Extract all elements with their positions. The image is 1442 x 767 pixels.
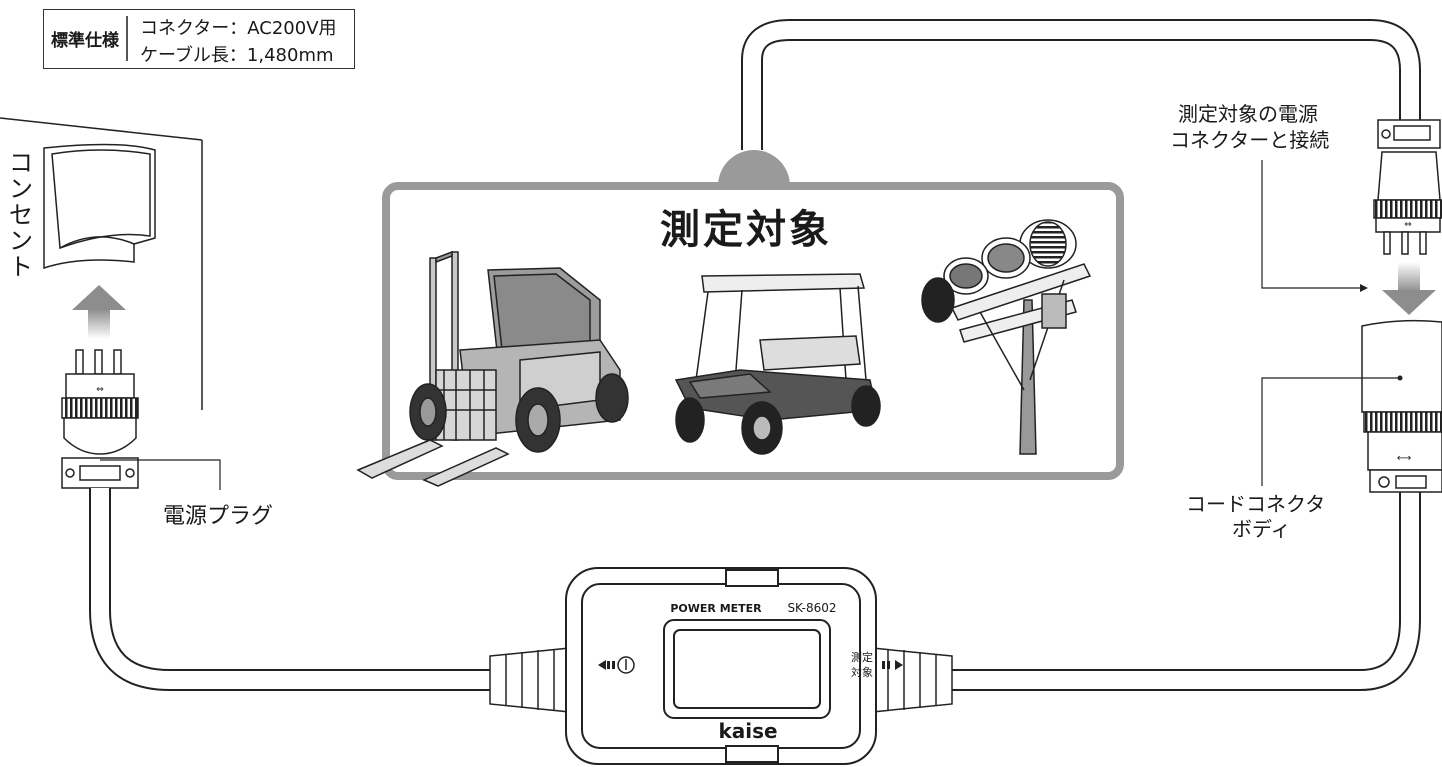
power-plug-label: 電源プラグ bbox=[163, 504, 274, 529]
power-meter-device bbox=[565, 567, 877, 765]
spec-cable-length: ケーブル長：1,480mm bbox=[140, 45, 334, 66]
cable-left bbox=[89, 488, 492, 691]
golf-cart-icon bbox=[674, 273, 881, 455]
spec-connector: コネクター：AC200V用 bbox=[140, 18, 337, 39]
meter-strain-relief-left bbox=[489, 647, 571, 713]
spec-heading: 標準仕様 bbox=[51, 31, 119, 51]
cord-body-label-2: ボディ bbox=[1232, 517, 1291, 541]
leader-lines bbox=[100, 160, 1400, 490]
spec-divider bbox=[126, 16, 128, 61]
outlet-label: コンセント bbox=[9, 149, 33, 281]
meter-target-label-2: 対象 bbox=[851, 665, 873, 679]
wall bbox=[0, 117, 203, 410]
svg-text:⇔: ⇔ bbox=[96, 385, 104, 395]
meter-strain-relief-right bbox=[871, 647, 953, 713]
target-connect-label-2: コネクターと接続 bbox=[1170, 128, 1330, 152]
meter-brand: kaise bbox=[718, 719, 777, 743]
forklift-icon bbox=[356, 250, 629, 487]
cord-connector-body-icon bbox=[1361, 319, 1442, 493]
connect-direction-arrow-icon bbox=[1382, 262, 1436, 315]
meter-model: SK-8602 bbox=[787, 601, 836, 615]
meter-name: POWER METER bbox=[670, 602, 762, 615]
flood-light-tower-icon bbox=[921, 219, 1092, 455]
target-connect-label-1: 測定対象の電源 bbox=[1178, 102, 1318, 126]
spec-box: 標準仕様 コネクター：AC200V用 ケーブル長：1,480mm bbox=[43, 9, 355, 69]
cord-body-label-1: コードコネクタ bbox=[1186, 492, 1326, 516]
target-plug-icon bbox=[1373, 119, 1442, 255]
cable-right bbox=[950, 490, 1421, 691]
wall-outlet-icon bbox=[43, 143, 156, 270]
svg-text:⇔: ⇔ bbox=[1404, 220, 1412, 230]
svg-text:⟷: ⟷ bbox=[1397, 453, 1411, 464]
meter-target-label-1: 測定 bbox=[851, 650, 873, 664]
power-plug-icon bbox=[61, 349, 139, 489]
plug-direction-arrow-icon bbox=[72, 285, 126, 339]
measure-target-title: 測定対象 bbox=[660, 207, 832, 253]
